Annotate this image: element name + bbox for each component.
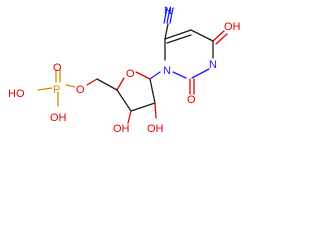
- nitrile-bond-1: [164, 23, 169, 40]
- nitrile-triple-bond-c: [169, 7, 174, 24]
- ring-o-label: O: [126, 68, 135, 80]
- ester-o-label: O: [76, 84, 85, 96]
- ring-bond-c6-c5-double: [166, 34, 192, 44]
- carbonyl-bond-top: [212, 30, 225, 42]
- o-p-bond: [65, 84, 76, 88]
- p-oh-left-bond: [37, 87, 53, 91]
- sugar-bond-o-c1: [135, 71, 151, 80]
- ring-bond-c6-c5: [164, 29, 192, 40]
- c3-oh-label: OH: [113, 123, 130, 135]
- sugar-bond-c2-c3: [130, 102, 156, 112]
- ring-bond-c2-n1: [172, 71, 187, 79]
- glycosidic-bond: [149, 71, 161, 80]
- sugar-bond-c3-c4: [116, 89, 132, 112]
- nitrile-triple-bond: [163, 7, 168, 24]
- top-oh-label: OH: [224, 21, 241, 33]
- nitrile-triple-bond-b: [166, 7, 171, 24]
- phosphorus-label: P: [53, 84, 60, 96]
- sugar-bond-c1-c2: [149, 78, 156, 104]
- nitrile-n-label: N: [164, 5, 172, 17]
- ring-bond-n3-c2: [191, 68, 210, 79]
- c5-o-bond: [86, 78, 98, 86]
- ring-n-right-label: N: [209, 59, 217, 71]
- phosphoryl-o-label: O: [53, 62, 62, 74]
- c4-c5-bond: [96, 78, 118, 91]
- c2-oh-bond: [154, 102, 157, 119]
- c3-oh-bond: [127, 110, 132, 124]
- sugar-bond-c4-o: [116, 77, 125, 91]
- carbonyl-o-bottom-label: O: [187, 94, 196, 106]
- ring-n-left-label: N: [163, 65, 171, 77]
- p-oh-bottom-label: OH: [50, 112, 67, 124]
- ring-bond-c5-c4: [190, 29, 214, 42]
- carbonyl-bond-top-double: [215, 33, 228, 45]
- p-oh-left-label: HO: [8, 88, 25, 100]
- c2-oh-label: OH: [147, 123, 164, 135]
- molecule-structure: N OH N N O O O P O HO OH OH OH: [8, 5, 241, 135]
